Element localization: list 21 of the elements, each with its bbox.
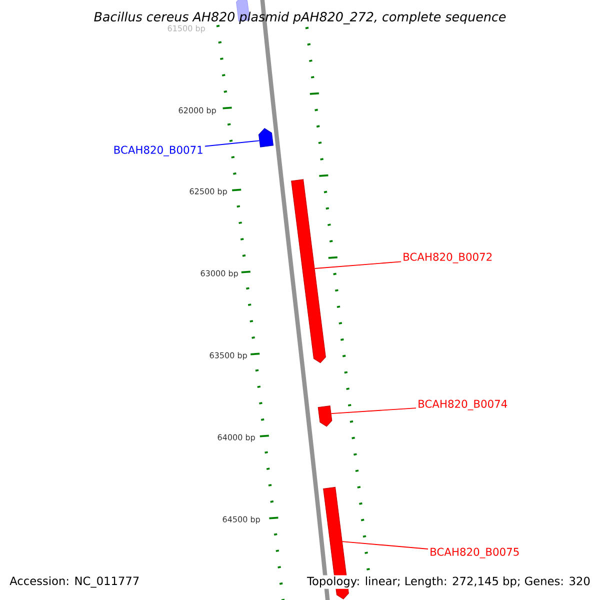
title: Bacillus cereus AH820 plasmid pAH820_272, complete sequence bbox=[94, 12, 506, 24]
leader-line bbox=[314, 261, 402, 269]
scale-label: 64000 bp bbox=[218, 434, 255, 442]
gene-arrow bbox=[258, 128, 274, 148]
gene-label: BCAH820_B0074 bbox=[418, 400, 508, 410]
scale-label: 61500 bp bbox=[168, 25, 205, 33]
summary-label: Topology: linear; Length: 272,145 bp; Genes: 320 bbox=[306, 575, 592, 589]
scale-label: 62000 bp bbox=[178, 107, 216, 115]
gene-arrow bbox=[291, 179, 326, 364]
gene-label: BCAH820_B0072 bbox=[404, 252, 492, 264]
gene-arrow bbox=[318, 406, 332, 427]
scale-label: 63000 bp bbox=[200, 270, 238, 278]
scale-label: 64500 bp bbox=[222, 516, 260, 524]
leader-line bbox=[204, 140, 260, 147]
scale-label: 62500 bp bbox=[190, 188, 227, 196]
scale-label: 63500 bp bbox=[210, 352, 247, 360]
gene-label: BCAH820_B0071 bbox=[114, 146, 202, 156]
leader-line bbox=[330, 408, 416, 414]
accession-label: Accession: NC_011777 bbox=[8, 575, 141, 589]
gene-label: BCAH820_B0075 bbox=[430, 548, 519, 558]
leader-line bbox=[342, 541, 428, 550]
